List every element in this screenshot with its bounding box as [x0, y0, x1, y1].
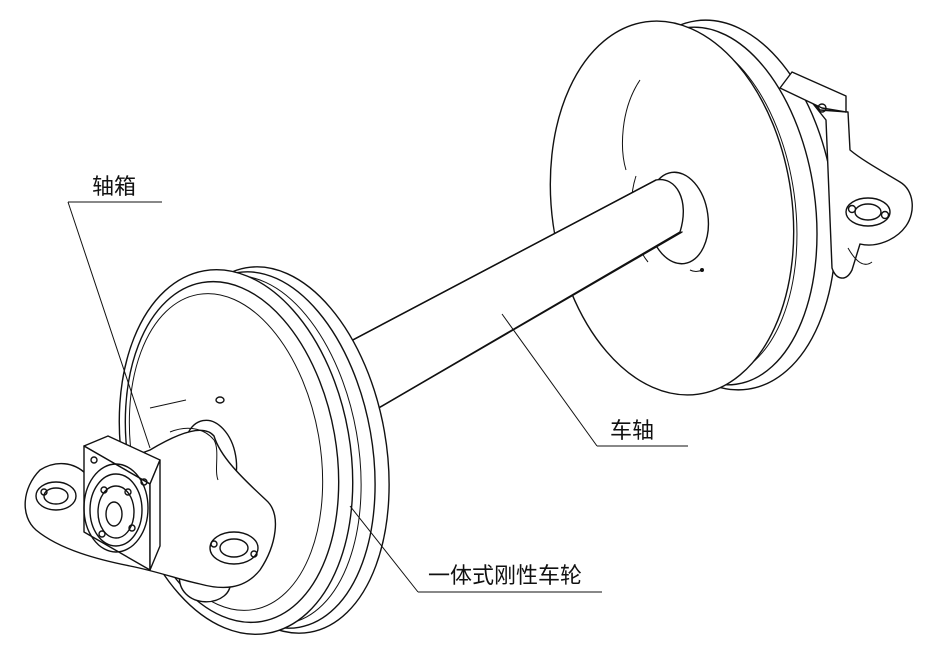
- axle: [329, 178, 684, 421]
- axle-box-label: 轴箱: [92, 175, 136, 200]
- near-axle-box: [24, 427, 277, 603]
- rigid-wheel-label: 一体式刚性车轮: [428, 564, 582, 589]
- leader-lines: [67, 201, 688, 593]
- far-axle-box: [779, 71, 913, 279]
- far-wheel: [549, 19, 837, 396]
- near-wheel: [118, 266, 390, 635]
- axle-box-leader: [67, 201, 151, 449]
- wheel-leader: [349, 505, 419, 593]
- axle-label: 车轴: [610, 419, 654, 444]
- axle-leader: [501, 313, 598, 447]
